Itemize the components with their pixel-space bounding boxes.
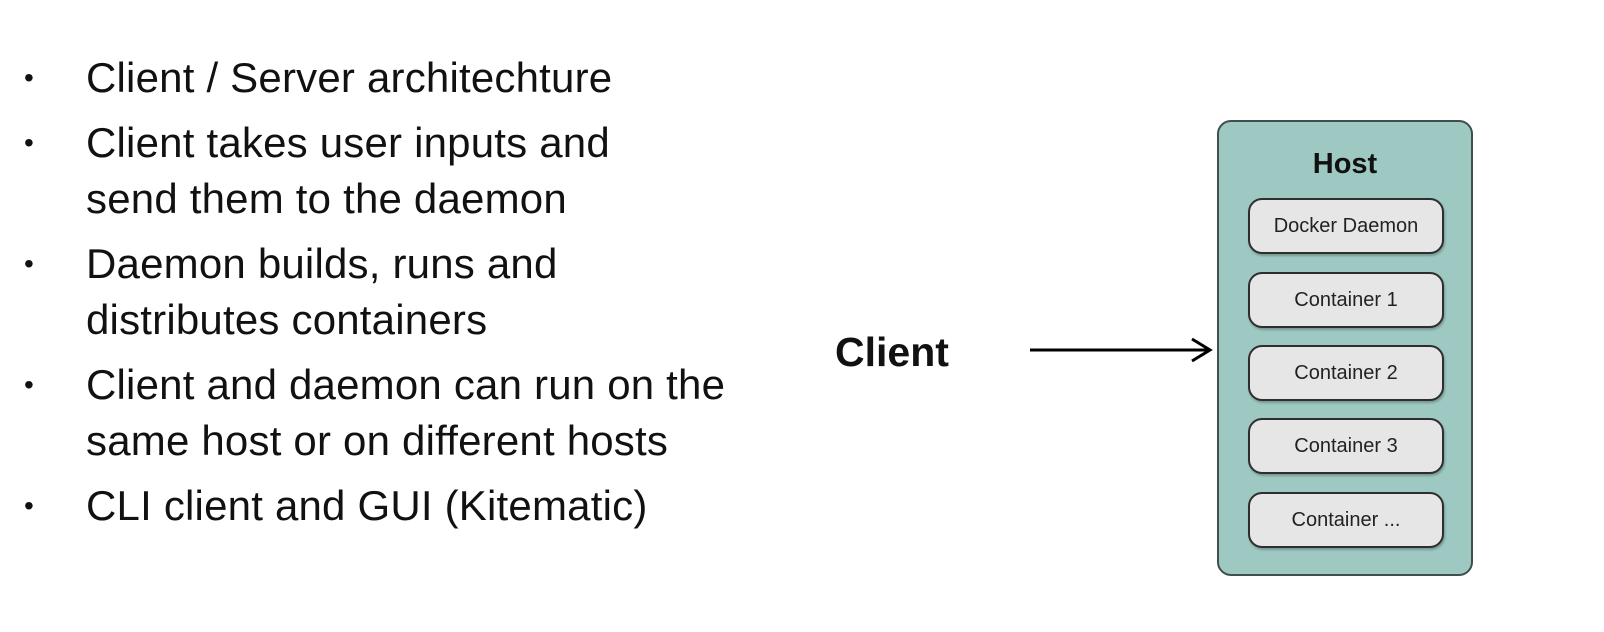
bullet-marker: • [24, 490, 35, 521]
bullet-list: • Client / Server architechture • Client… [0, 50, 760, 543]
container-box: Container ... [1248, 492, 1444, 548]
host-title: Host [1312, 148, 1378, 180]
bullet-text: Daemon builds, runs and distributes cont… [86, 240, 558, 343]
bullet-marker: • [24, 248, 35, 279]
bullet-text: Client / Server architechture [86, 54, 613, 101]
container-box: Container 1 [1248, 272, 1444, 328]
container-box: Container 2 [1248, 345, 1444, 401]
bullet-marker: • [24, 62, 35, 93]
bullet-item: • Daemon builds, runs and distributes co… [0, 236, 760, 348]
bullet-text: Client and daemon can run on the same ho… [86, 361, 726, 464]
docker-daemon-box: Docker Daemon [1248, 198, 1444, 254]
bullet-text: CLI client and GUI (Kitematic) [86, 482, 648, 529]
bullet-text: Client takes user inputs and send them t… [86, 119, 610, 222]
container-box: Container 3 [1248, 418, 1444, 474]
bullet-item: • Client and daemon can run on the same … [0, 357, 760, 469]
bullet-marker: • [24, 127, 35, 158]
client-label: Client [835, 329, 949, 375]
client-to-host-arrow [1030, 337, 1213, 363]
bullet-item: • Client / Server architechture [0, 50, 760, 106]
bullet-item: • Client takes user inputs and send them… [0, 115, 760, 227]
host-box: Host Docker Daemon Container 1 Container… [1217, 120, 1473, 576]
bullet-marker: • [24, 369, 35, 400]
bullet-item: • CLI client and GUI (Kitematic) [0, 478, 760, 534]
